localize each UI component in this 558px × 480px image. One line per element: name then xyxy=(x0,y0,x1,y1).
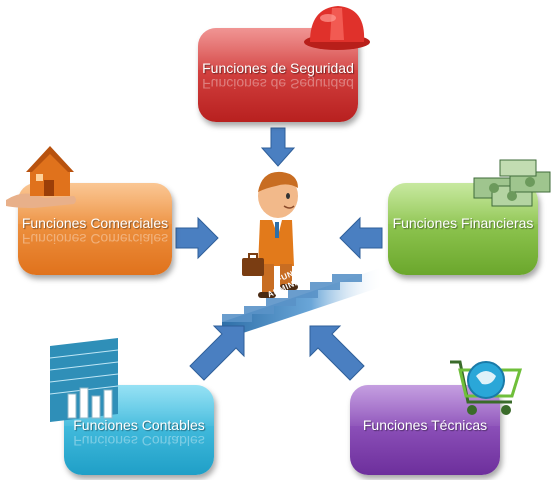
arrow-down-icon xyxy=(260,127,296,167)
stair-steps xyxy=(222,274,362,322)
arrow-up-right-icon xyxy=(189,325,245,381)
box-reflection-comerciales: Funciones Comerciales xyxy=(21,231,169,247)
box-funciones-contables: Funciones Contables Funciones Contables xyxy=(64,385,214,475)
box-label-financieras: Funciones Financieras xyxy=(392,215,534,231)
arrow-right-icon xyxy=(175,216,219,260)
box-funciones-tecnicas: Funciones Técnicas xyxy=(350,385,500,475)
box-label-tecnicas: Funciones Técnicas xyxy=(362,417,488,433)
box-funciones-comerciales: Funciones Comerciales Funciones Comercia… xyxy=(18,183,172,275)
box-label-seguridad: Funciones de Seguridad xyxy=(202,60,354,76)
stairs-shape xyxy=(222,268,384,340)
building-chart-icon xyxy=(49,338,119,422)
house-in-hand-icon xyxy=(6,146,76,208)
arrow-left-icon xyxy=(339,216,383,260)
globe-cart-icon xyxy=(450,360,523,415)
arrow-up-left-icon xyxy=(309,325,365,381)
box-reflection-seguridad: Funciones de Seguridad xyxy=(202,76,354,92)
box-reflection-contables: Funciones Contables xyxy=(73,433,205,449)
box-label-comerciales: Funciones Comerciales xyxy=(21,215,169,231)
hard-hat-icon xyxy=(304,6,370,50)
box-label-contables: Funciones Contables xyxy=(73,417,205,433)
money-stacks-icon xyxy=(473,159,551,207)
businessman-climbing-stairs-icon xyxy=(242,171,298,298)
